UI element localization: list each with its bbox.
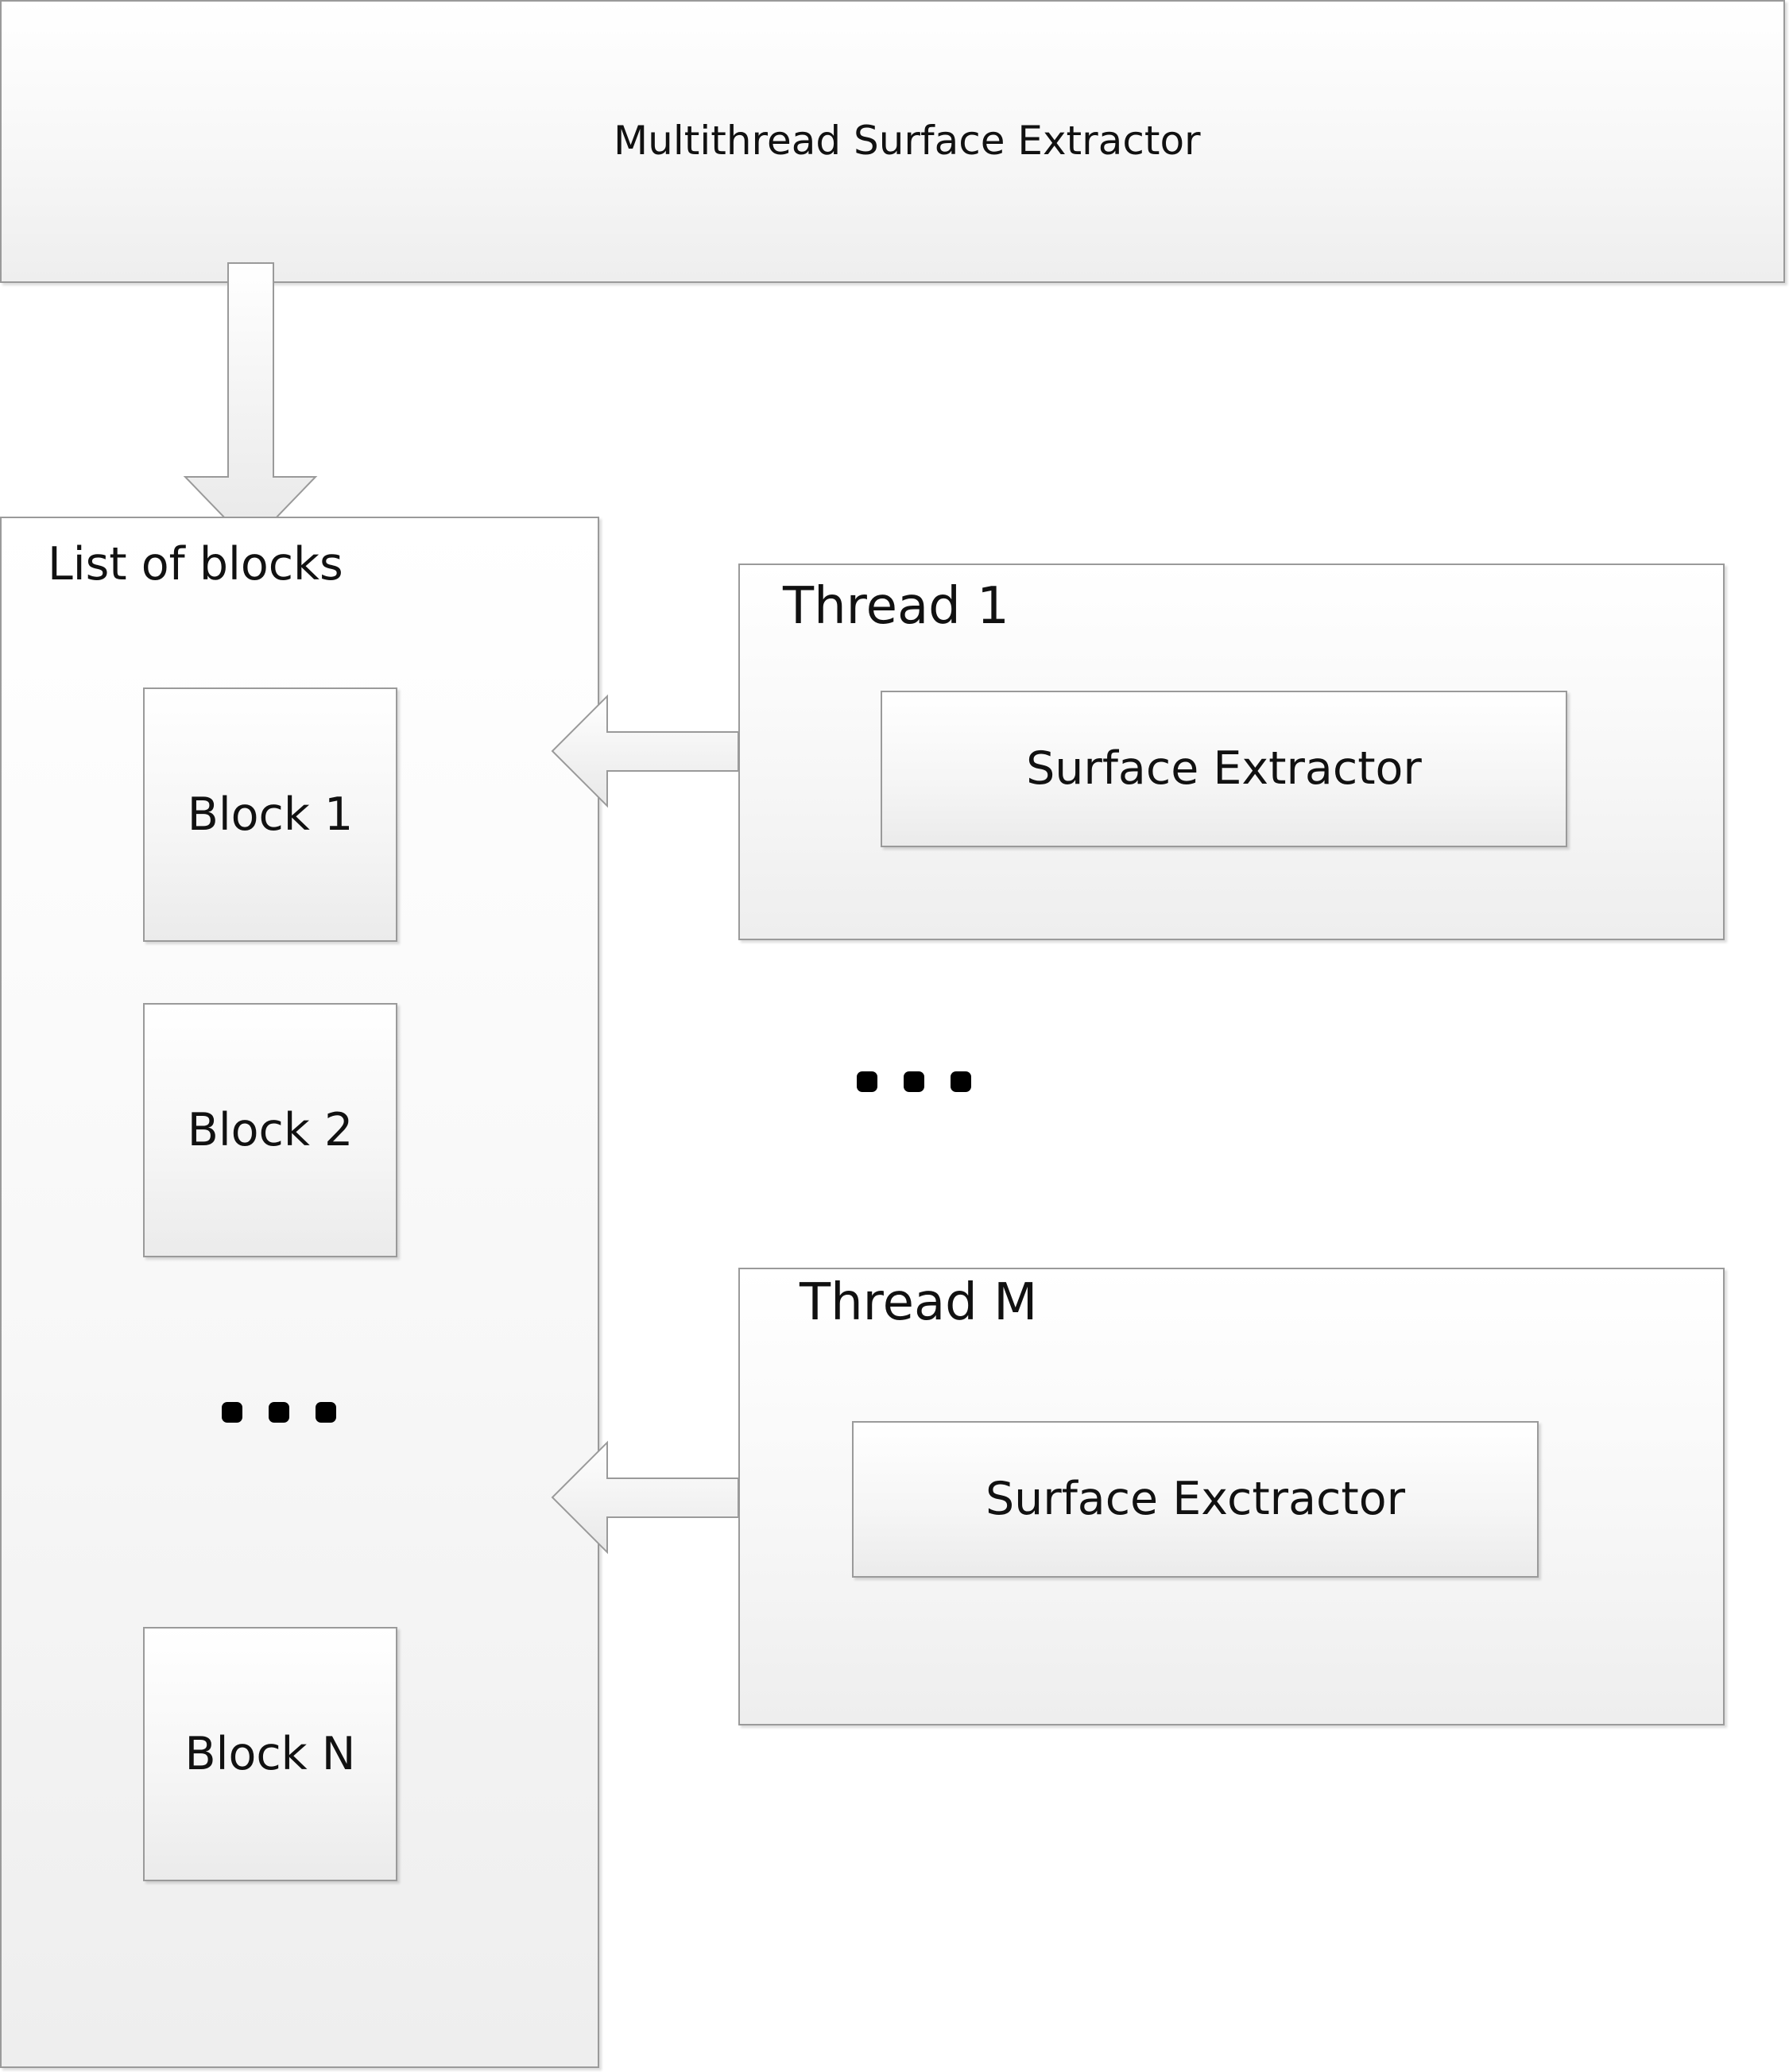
- left-arrow-thread-m: [551, 1440, 739, 1555]
- ellipsis-threads: [857, 1071, 971, 1092]
- ellipsis-dot: [269, 1402, 289, 1423]
- header-title: Multithread Surface Extractor: [614, 118, 1201, 164]
- surface-extractor-box: Surface Extractor: [881, 691, 1567, 847]
- thread-1-panel: Thread 1 Surface Extractor: [738, 564, 1725, 940]
- surface-extractor-label: Surface Exctractor: [985, 1473, 1406, 1525]
- block-2: Block 2: [143, 1003, 397, 1257]
- ellipsis-dot: [316, 1402, 336, 1423]
- block-label: Block 1: [187, 788, 354, 841]
- ellipsis-blocks: [222, 1402, 336, 1423]
- ellipsis-dot: [222, 1402, 242, 1423]
- block-n: Block N: [143, 1627, 397, 1881]
- thread-title: Thread M: [800, 1273, 1038, 1332]
- list-title: List of blocks: [48, 538, 343, 591]
- list-of-blocks-panel: List of blocks Block 1 Block 2 Block N: [0, 517, 599, 2068]
- block-label: Block 2: [187, 1103, 354, 1156]
- surface-extractor-label: Surface Extractor: [1026, 742, 1422, 795]
- surface-exctractor-box: Surface Exctractor: [852, 1421, 1539, 1578]
- block-1: Block 1: [143, 687, 397, 942]
- left-arrow-thread-1: [551, 694, 739, 808]
- thread-m-panel: Thread M Surface Exctractor: [738, 1268, 1725, 1725]
- ellipsis-dot: [951, 1071, 971, 1092]
- ellipsis-dot: [857, 1071, 877, 1092]
- down-arrow: [183, 262, 318, 546]
- multithread-surface-extractor-box: Multithread Surface Extractor: [0, 0, 1785, 283]
- block-label: Block N: [184, 1727, 356, 1780]
- thread-title: Thread 1: [783, 577, 1009, 636]
- ellipsis-dot: [904, 1071, 924, 1092]
